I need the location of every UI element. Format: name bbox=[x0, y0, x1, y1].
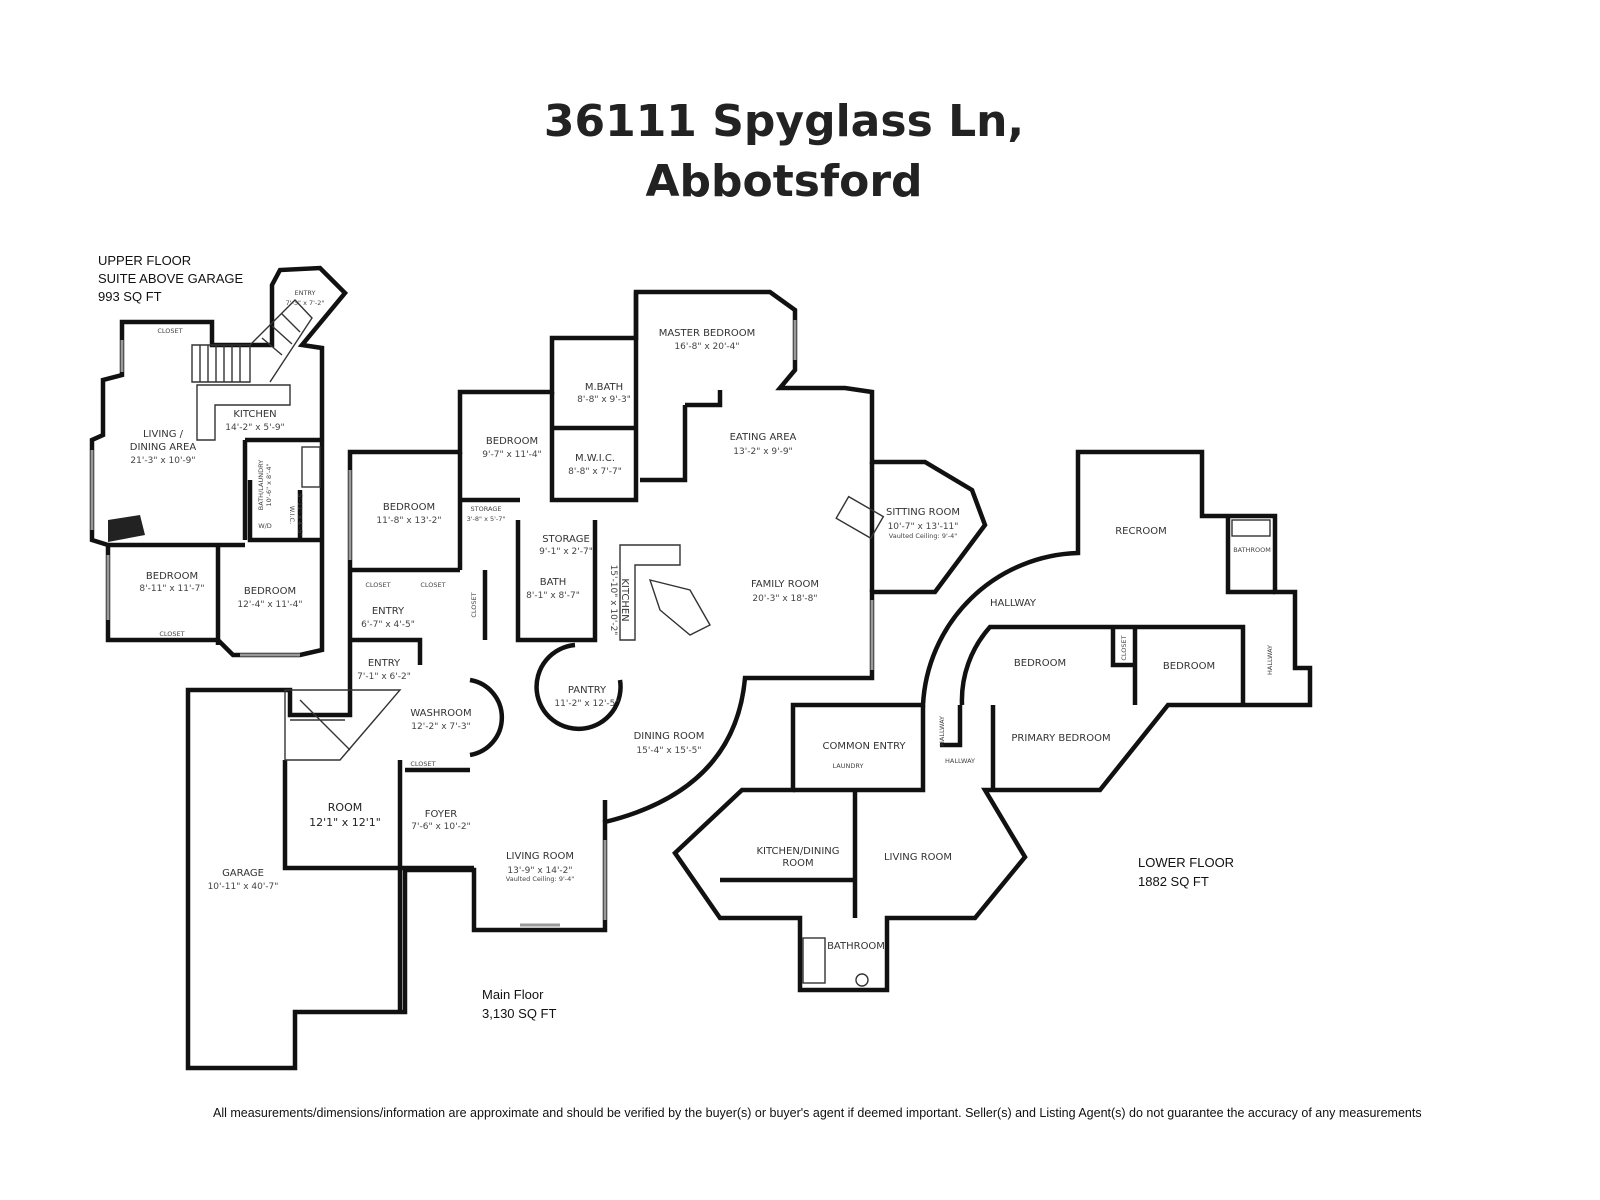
room-name: CLOSET bbox=[410, 760, 435, 768]
title-line-2: Abbotsford bbox=[645, 156, 922, 207]
room-name: ROOM bbox=[328, 801, 362, 814]
room-name: W/D bbox=[258, 522, 272, 530]
room-name: STORAGE bbox=[542, 534, 590, 545]
room-name: ENTRY bbox=[294, 289, 315, 297]
room-name: STORAGE bbox=[471, 505, 502, 513]
room-name: BATH/LAUNDRY bbox=[257, 460, 265, 510]
room-dims: 5'-11" x 4'-5" bbox=[296, 494, 304, 537]
room-name: M.W.I.C. bbox=[575, 453, 615, 464]
room-dims: 11'-8" x 13'-2" bbox=[376, 516, 441, 526]
room-name: CLOSET bbox=[159, 630, 184, 638]
room-dims: 14'-2" x 5'-9" bbox=[225, 423, 284, 433]
room-name: HALLWAY bbox=[945, 757, 975, 765]
room-name: EATING AREA bbox=[730, 432, 797, 443]
room-dims: 7'-1" x 6'-2" bbox=[357, 672, 411, 682]
room-dims: 13'-9" x 14'-2" bbox=[507, 866, 572, 876]
room-name: FAMILY ROOM bbox=[751, 579, 819, 590]
disclaimer: All measurements/dimensions/information … bbox=[213, 1106, 1422, 1120]
room-dims: 12'-4" x 11'-4" bbox=[237, 600, 302, 610]
room-dims: 15'-10" x 10'-2" bbox=[608, 565, 618, 636]
room-dims: 8'-11" x 11'-7" bbox=[139, 584, 204, 594]
room-name: HALLWAY bbox=[1266, 645, 1274, 675]
room-dims: 21'-3" x 10'-9" bbox=[130, 456, 195, 466]
room-dims: 9'-7" x 11'-4" bbox=[482, 450, 541, 460]
room-name: KITCHEN bbox=[233, 409, 276, 420]
lower-floor-area: 1882 SQ FT bbox=[1138, 874, 1209, 889]
room-name: LIVING / bbox=[143, 429, 184, 440]
room-name: MASTER BEDROOM bbox=[659, 328, 756, 339]
room-dims: 12'1" x 12'1" bbox=[309, 816, 381, 829]
room-name: BATHROOM bbox=[1233, 546, 1271, 554]
room-name: PANTRY bbox=[568, 685, 607, 696]
room-dims: 16'-8" x 20'-4" bbox=[674, 342, 739, 352]
room-name: LIVING ROOM bbox=[506, 851, 574, 862]
lower-floor-plan bbox=[672, 449, 1313, 993]
main-floor-title: Main Floor bbox=[482, 987, 544, 1002]
room-name-2: DINING AREA bbox=[130, 442, 197, 453]
room-dims: 8'-1" x 8'-7" bbox=[526, 591, 580, 601]
room-name: BATH bbox=[540, 577, 567, 588]
lower-floor-title: LOWER FLOOR bbox=[1138, 855, 1234, 870]
room-name: W.I.C. bbox=[288, 506, 296, 524]
room-name: CLOSET bbox=[470, 592, 478, 617]
room-dims: 10'-7" x 13'-11" bbox=[888, 522, 959, 532]
room-name: ENTRY bbox=[372, 606, 405, 617]
room-name: KITCHEN/DINING bbox=[756, 846, 839, 857]
room-name: BEDROOM bbox=[383, 502, 435, 513]
room-name: DINING ROOM bbox=[634, 731, 705, 742]
room-dims: 7'-6" x 10'-2" bbox=[411, 822, 470, 832]
room-name: BEDROOM bbox=[1014, 658, 1066, 669]
room-name: ENTRY bbox=[368, 658, 401, 669]
main-floor-area: 3,130 SQ FT bbox=[482, 1006, 556, 1021]
upper-floor-area: 993 SQ FT bbox=[98, 289, 162, 304]
room-dims: 13'-2" x 9'-9" bbox=[733, 447, 792, 457]
room-note: Vaulted Ceiling: 9'-4" bbox=[506, 875, 574, 883]
room-dims: 8'-8" x 7'-7" bbox=[568, 467, 622, 477]
room-name: CLOSET bbox=[420, 581, 445, 589]
room-dims: 7'-3" x 7'-2" bbox=[286, 299, 325, 307]
upper-floor-labels: UPPER FLOOR SUITE ABOVE GARAGE 993 SQ FT… bbox=[98, 253, 324, 638]
room-name: BATHROOM bbox=[827, 941, 885, 952]
room-dims: 6'-7" x 4'-5" bbox=[361, 620, 415, 630]
room-dims: 8'-8" x 9'-3" bbox=[577, 395, 631, 405]
room-name: BEDROOM bbox=[486, 436, 538, 447]
upper-floor-subtitle: SUITE ABOVE GARAGE bbox=[98, 271, 244, 286]
room-name-2: ROOM bbox=[782, 858, 813, 869]
room-dims: 15'-4" x 15'-5" bbox=[636, 746, 701, 756]
room-name: HALLWAY bbox=[990, 598, 1037, 609]
room-name: SITTING ROOM bbox=[886, 507, 960, 518]
room-dims: 3'-8" x 5'-7" bbox=[467, 515, 506, 523]
room-name: RECROOM bbox=[1115, 526, 1167, 537]
main-floor-labels: MASTER BEDROOM 16'-8" x 20'-4" M.BATH 8'… bbox=[208, 328, 960, 1021]
title-line-1: 36111 Spyglass Ln, bbox=[544, 96, 1024, 147]
room-dims: 10'-6" x 8'-4" bbox=[265, 464, 273, 507]
room-dims: 9'-1" x 2'-7" bbox=[539, 547, 593, 557]
upper-floor-title: UPPER FLOOR bbox=[98, 253, 191, 268]
room-name: CLOSET bbox=[157, 327, 182, 335]
room-note: Vaulted Ceiling: 9'-4" bbox=[889, 532, 957, 540]
room-dims: 10'-11" x 40'-7" bbox=[208, 882, 279, 892]
room-name: BEDROOM bbox=[1163, 661, 1215, 672]
room-name: PRIMARY BEDROOM bbox=[1011, 733, 1110, 744]
lower-floor-labels: RECROOM BATHROOM HALLWAY BEDROOM CLOSET … bbox=[756, 526, 1274, 952]
room-name: M.BATH bbox=[585, 382, 623, 393]
room-name: COMMON ENTRY bbox=[823, 741, 907, 752]
room-name: HALLWAY bbox=[938, 716, 946, 746]
room-name: CLOSET bbox=[365, 581, 390, 589]
room-name: LAUNDRY bbox=[833, 762, 864, 770]
room-name: BEDROOM bbox=[146, 571, 198, 582]
room-name: WASHROOM bbox=[410, 708, 471, 719]
main-floor-plan bbox=[185, 289, 988, 1071]
room-dims: 12'-2" x 7'-3" bbox=[411, 722, 470, 732]
room-dims: 20'-3" x 18'-8" bbox=[752, 594, 817, 604]
room-name: CLOSET bbox=[1120, 635, 1128, 660]
upper-floor-plan bbox=[89, 265, 349, 658]
room-name: LIVING ROOM bbox=[884, 852, 952, 863]
room-name: BEDROOM bbox=[244, 586, 296, 597]
room-name: FOYER bbox=[425, 809, 458, 820]
room-name: KITCHEN bbox=[619, 578, 630, 621]
room-name: GARAGE bbox=[222, 868, 264, 879]
room-dims: 11'-2" x 12'-5" bbox=[554, 699, 619, 709]
